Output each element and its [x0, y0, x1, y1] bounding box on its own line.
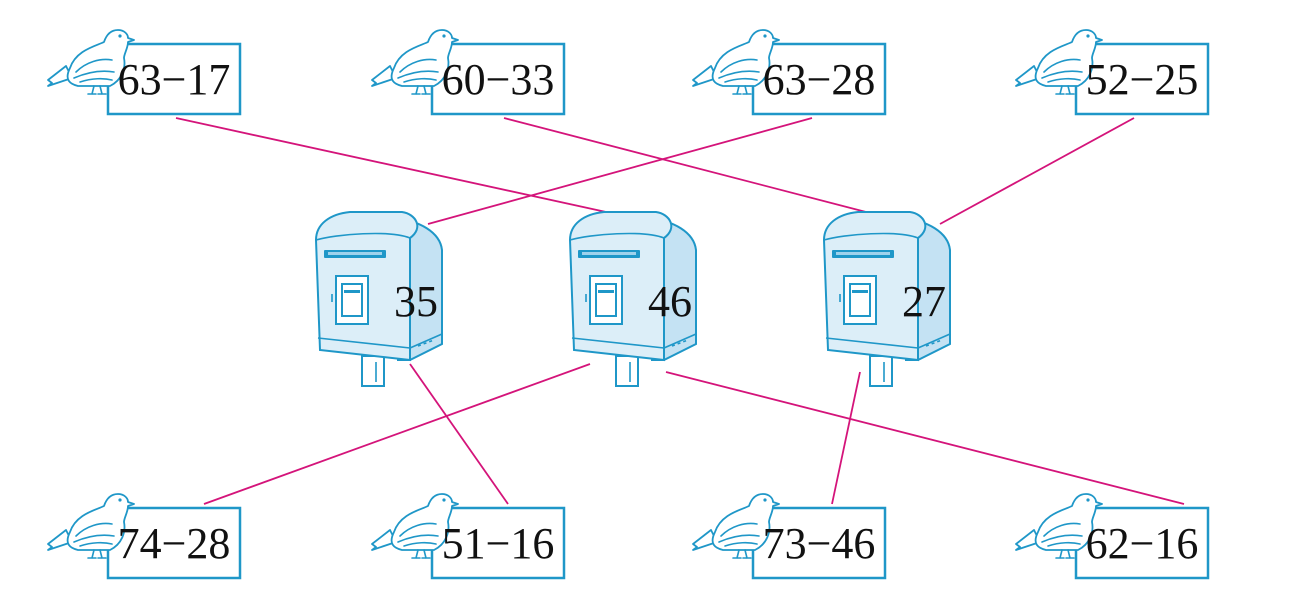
expression-text: 73−46	[763, 519, 876, 568]
expression-text: 60−33	[442, 55, 555, 104]
pigeon-card-p1: 63−17	[47, 29, 242, 116]
pigeon-card-p2: 60−33	[371, 29, 566, 116]
connector-p8-to-46	[665, 371, 1185, 505]
expression-box	[751, 42, 887, 116]
expression-text: 74−28	[118, 519, 231, 568]
expression-text: 62−16	[1086, 519, 1199, 568]
expression-text: 63−17	[118, 55, 231, 104]
expression-text: 52−25	[1086, 55, 1199, 104]
pigeon-card-p7: 73−46	[692, 493, 887, 580]
mailbox-35: 35	[315, 211, 443, 387]
connector-p6-to-35	[409, 363, 509, 505]
mailbox-number: 46	[648, 277, 692, 326]
expression-box	[751, 506, 887, 580]
connector-p3-to-35	[427, 117, 813, 225]
expression-box	[106, 506, 242, 580]
mailbox-number: 27	[902, 277, 946, 326]
connector-p1-to-46	[175, 117, 607, 213]
mailboxes: 35 46 27	[315, 211, 951, 387]
expression-text: 51−16	[442, 519, 555, 568]
pigeon-card-p6: 51−16	[371, 493, 566, 580]
connector-lines	[175, 117, 1185, 505]
connector-p2-to-27	[503, 117, 867, 213]
mailbox-number: 35	[394, 277, 438, 326]
expression-box	[1074, 506, 1210, 580]
pigeons: 63−17 60−33 63−28 52−25 74−28 51−16 73−46 62−16	[47, 29, 1210, 580]
connector-p4-to-27	[939, 117, 1135, 225]
connector-p5-to-46	[203, 363, 591, 505]
expression-box	[1074, 42, 1210, 116]
pigeon-card-p5: 74−28	[47, 493, 242, 580]
expression-box	[430, 42, 566, 116]
pigeon-card-p3: 63−28	[692, 29, 887, 116]
pigeon-card-p8: 62−16	[1015, 493, 1210, 580]
expression-text: 63−28	[763, 55, 876, 104]
connector-p7-to-27	[831, 371, 861, 505]
mailbox-27: 27	[823, 211, 951, 387]
expression-box	[430, 506, 566, 580]
mailbox-46: 46	[569, 211, 697, 387]
pigeon-card-p4: 52−25	[1015, 29, 1210, 116]
